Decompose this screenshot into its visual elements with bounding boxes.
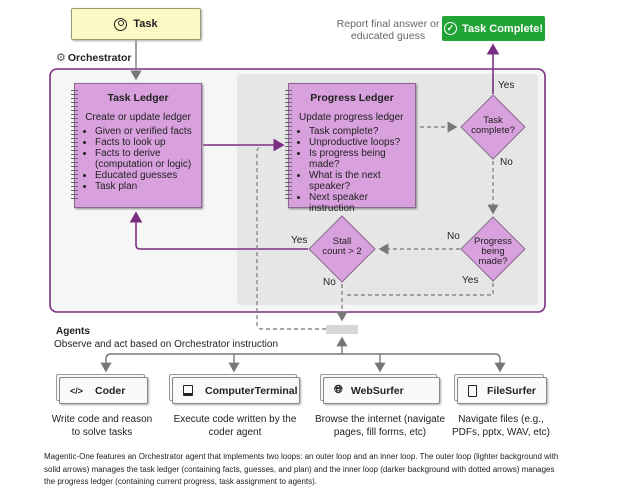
list-item: Task plan — [95, 181, 201, 192]
progress-diamond — [460, 216, 526, 282]
task-label: Task — [133, 18, 158, 30]
list-item: Task complete? — [309, 126, 415, 137]
progress-ledger-title: Progress Ledger — [310, 92, 394, 104]
agents-title: Agents — [56, 326, 90, 337]
stall-question: Stall count > 2 — [322, 236, 362, 257]
orchestrator-heading: ⚙ Orchestrator — [56, 51, 132, 65]
task-ledger-list: Given or verified facts Facts to look up… — [75, 126, 201, 192]
user-icon — [114, 17, 128, 31]
list-item: Is progress being made? — [309, 148, 415, 170]
monitor-icon — [183, 385, 193, 396]
edge-label-no: No — [447, 231, 460, 242]
code-icon: </> — [70, 385, 84, 396]
stall-diamond — [308, 215, 376, 283]
file-icon — [468, 384, 477, 397]
progress-ledger: Progress Ledger Update progress ledger T… — [285, 83, 416, 214]
task-complete-node: ✓ Task Complete! — [442, 16, 545, 41]
agent-name: WebSurfer — [350, 384, 404, 397]
report-text: Report final answer or educated guess — [336, 18, 440, 42]
list-item: Facts to look up — [95, 137, 201, 148]
progress-ledger-list: Task complete? Unproductive loops? Is pr… — [289, 126, 415, 214]
check-circle-icon: ✓ — [443, 22, 457, 35]
gear-icon: ⚙ — [56, 52, 66, 64]
list-item: What is the next speaker? — [309, 170, 415, 192]
task-complete-diamond — [460, 94, 526, 160]
edge-label-no: No — [323, 277, 336, 288]
orchestrator-label: Orchestrator — [67, 51, 132, 64]
list-item: Unproductive loops? — [309, 137, 415, 148]
task-complete-question: Task complete? — [471, 115, 515, 136]
agent-name: Coder — [95, 384, 126, 397]
list-item: Facts to derive (computation or logic) — [95, 148, 201, 170]
agents-return-line — [256, 145, 326, 330]
list-item: Educated guesses — [95, 170, 201, 181]
list-item: Given or verified facts — [95, 126, 201, 137]
spiral-binding — [285, 90, 292, 202]
task-ledger-subtitle: Create or update ledger — [85, 112, 191, 123]
agent-dispatch-node — [326, 325, 358, 334]
task-ledger: Task Ledger Create or update ledger Give… — [71, 83, 202, 208]
agent-websurfer: 🌐︎ WebSurfer — [323, 377, 440, 404]
edge-label-yes: Yes — [291, 235, 308, 246]
progress-yes-line — [346, 283, 494, 296]
edge-label-yes: Yes — [462, 275, 479, 286]
agent-coder: </> Coder — [59, 377, 148, 404]
progress-ledger-subtitle: Update progress ledger — [299, 112, 404, 123]
edge-label-no: No — [500, 157, 513, 168]
agent-filesurfer: FileSurfer — [457, 377, 547, 404]
task-complete-label: Task Complete! — [461, 22, 544, 35]
agent-description: Execute code written by the coder agent — [173, 414, 297, 438]
agents-subtitle: Observe and act based on Orchestrator in… — [54, 339, 279, 350]
globe-icon: 🌐︎ — [334, 384, 343, 396]
agent-name: ComputerTerminal — [205, 384, 298, 397]
task-node: Task — [71, 8, 201, 40]
figure-caption: Magentic-One features an Orchestrator ag… — [44, 452, 559, 486]
list-item: Next speaker instruction — [309, 192, 415, 214]
agent-computerterminal: ComputerTerminal — [172, 377, 300, 404]
agent-description: Browse the internet (navigate pages, fil… — [314, 414, 446, 438]
stall-yes-arrow — [129, 211, 308, 250]
spiral-binding — [71, 90, 78, 202]
progress-question: Progress being made? — [473, 236, 512, 267]
agent-branch-line — [105, 353, 501, 371]
edge-label-yes: Yes — [498, 80, 515, 91]
agent-description: Navigate files (e.g., PDFs, pptx, WAV, e… — [452, 414, 550, 438]
agent-name: FileSurfer — [487, 384, 537, 397]
agent-description: Write code and reason to solve tasks — [51, 414, 153, 438]
task-ledger-title: Task Ledger — [107, 92, 169, 104]
